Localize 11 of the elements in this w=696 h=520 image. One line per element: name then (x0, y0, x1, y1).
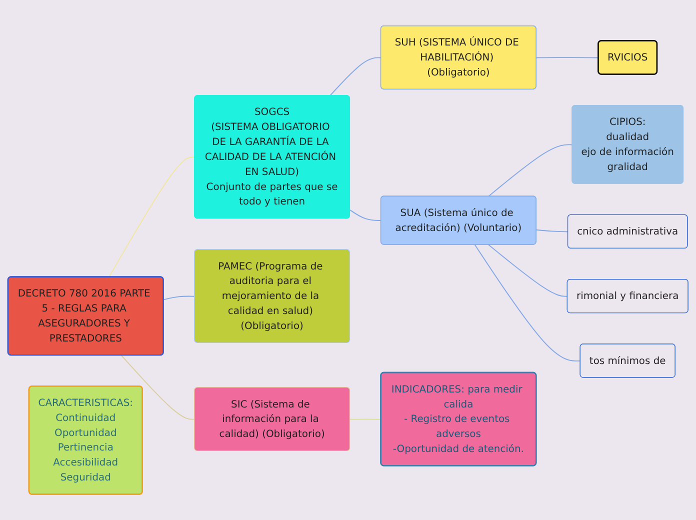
connector (163, 296, 196, 300)
connector (350, 210, 382, 221)
connector (474, 244, 581, 362)
connector (108, 156, 196, 278)
connector (536, 57, 599, 58)
connector (330, 57, 382, 96)
connector (536, 229, 569, 232)
connector (488, 244, 568, 297)
connector (488, 144, 573, 197)
connector (120, 354, 196, 420)
connector (350, 418, 382, 420)
